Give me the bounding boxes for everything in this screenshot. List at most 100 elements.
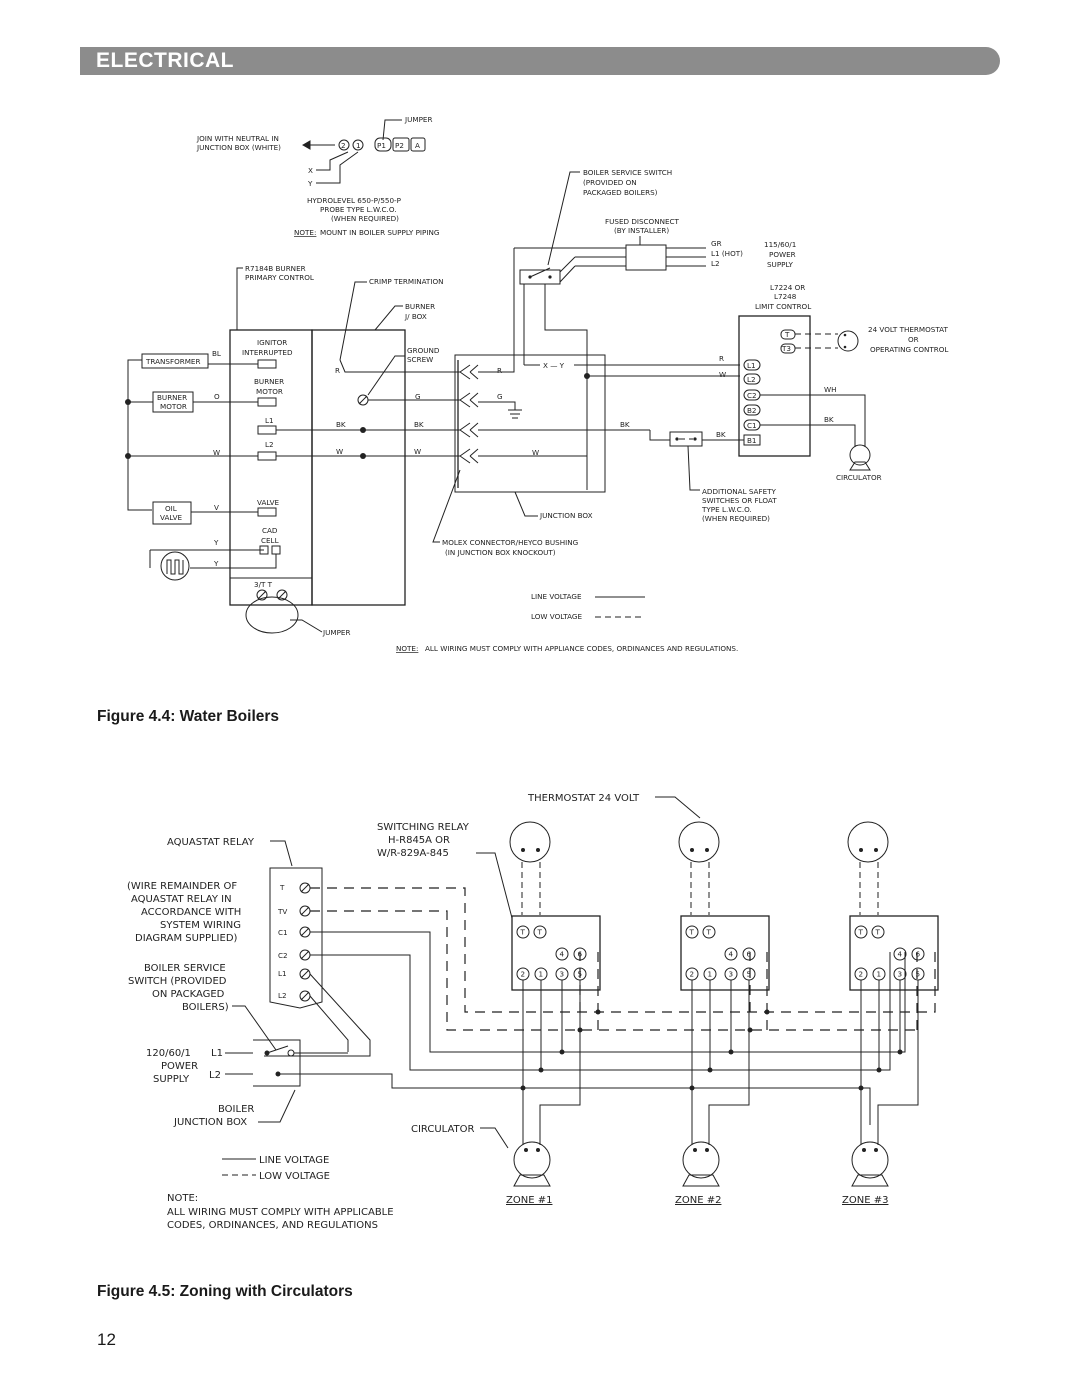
- label: R: [719, 354, 724, 363]
- label: CODES, ORDINANCES, AND REGULATIONS: [167, 1220, 378, 1231]
- terminal-label: 6: [916, 950, 921, 959]
- label: CRIMP TERMINATION: [369, 277, 443, 286]
- label: O: [214, 392, 220, 401]
- label: B1: [747, 436, 757, 445]
- thermostat-terminal: [521, 848, 525, 852]
- relay-terminal: [516, 925, 530, 939]
- label: R7184B BURNER: [245, 264, 306, 273]
- label: MOUNT IN BOILER SUPPLY PIPING: [320, 228, 439, 237]
- label: MOTOR: [256, 387, 283, 396]
- section-banner: ELECTRICAL: [80, 47, 1000, 75]
- label: NOTE:: [294, 228, 316, 237]
- label: OPERATING CONTROL: [870, 345, 948, 354]
- label: TV: [277, 907, 287, 916]
- circulator-icon: [682, 1141, 720, 1179]
- label: G: [415, 392, 421, 401]
- label: AQUASTAT RELAY IN: [131, 894, 232, 905]
- zone-label: ZONE #1: [506, 1195, 552, 1206]
- relay-terminal: [893, 947, 907, 961]
- figure-caption: Figure 4.5: Zoning with Circulators: [97, 1283, 353, 1300]
- label: P2: [395, 141, 404, 150]
- terminal-label: T: [875, 928, 881, 937]
- terminal-label: 2: [859, 970, 864, 979]
- label: Y: [213, 538, 219, 547]
- label: SWITCHING RELAY: [377, 822, 470, 833]
- label: L2: [278, 991, 287, 1000]
- relay-terminal: [911, 947, 925, 961]
- relay-terminal: [742, 947, 756, 961]
- circulator-terminal: [536, 1148, 540, 1152]
- label: W: [213, 448, 220, 457]
- label: L7248: [774, 292, 797, 301]
- label: Y: [213, 559, 219, 568]
- label: NOTE:: [167, 1193, 198, 1204]
- terminal-label: 4: [898, 950, 903, 959]
- label: JUNCTION BOX (WHITE): [196, 143, 281, 152]
- label: R: [497, 366, 502, 375]
- label: C1: [747, 421, 757, 430]
- label: T3: [781, 344, 791, 353]
- low-voltage-wire: [690, 862, 710, 915]
- terminal-label: 3: [898, 970, 903, 979]
- label: C2: [278, 951, 288, 960]
- label: HYDROLEVEL 650-P/550-P: [307, 196, 402, 205]
- relay-terminal: [533, 925, 547, 939]
- relay-terminal: [702, 925, 716, 939]
- terminal-label: 5: [578, 970, 583, 979]
- label: Y: [307, 179, 313, 188]
- label: PRIMARY CONTROL: [245, 273, 314, 282]
- label: LINE VOLTAGE: [259, 1155, 329, 1166]
- label: POWER: [769, 250, 796, 259]
- label: GROUND: [407, 346, 440, 355]
- terminal-label: 2: [690, 970, 695, 979]
- terminal-label: 4: [560, 950, 565, 959]
- terminal-label: T: [520, 928, 526, 937]
- label: PROBE TYPE L.W.C.O.: [320, 205, 397, 214]
- label: OIL: [165, 504, 177, 513]
- label: ON PACKAGED: [152, 989, 225, 1000]
- terminal-label: T: [537, 928, 543, 937]
- thermostat-icon: [847, 821, 889, 863]
- label: L1: [211, 1048, 223, 1059]
- label: A: [415, 141, 420, 150]
- label: L1: [278, 969, 287, 978]
- label: (PROVIDED ON: [583, 178, 637, 187]
- label: BOILER: [218, 1104, 254, 1115]
- junction-dot: [728, 1049, 734, 1055]
- label: SUPPLY: [153, 1074, 190, 1085]
- label: OR: [908, 335, 919, 344]
- label: GR: [711, 239, 722, 248]
- line-voltage-wire: [877, 980, 919, 1145]
- label: SUPPLY: [767, 260, 794, 269]
- label: L1: [265, 416, 274, 425]
- label: CIRCULATOR: [411, 1124, 475, 1135]
- label: B2: [747, 406, 757, 415]
- label: FUSED DISCONNECT: [605, 217, 680, 226]
- aquastat-terminals: [299, 882, 311, 1002]
- label: IGNITOR: [257, 338, 287, 347]
- terminal-label: 2: [521, 970, 526, 979]
- label: BK: [414, 420, 424, 429]
- switching-relay: [680, 915, 770, 991]
- terminal-label: 5: [916, 970, 921, 979]
- terminal-label: 6: [578, 950, 583, 959]
- label: MOTOR: [160, 402, 187, 411]
- circulator-terminal: [862, 1148, 866, 1152]
- label: PACKAGED BOILERS): [583, 188, 658, 197]
- terminal-label: 3: [560, 970, 565, 979]
- label: BOILER SERVICE SWITCH: [583, 168, 672, 177]
- thermostat-terminal: [705, 848, 709, 852]
- label: CAD: [262, 526, 278, 535]
- zone-label: ZONE #2: [675, 1195, 721, 1206]
- circulator-terminal: [874, 1148, 878, 1152]
- label: C1: [278, 928, 288, 937]
- label: C2: [747, 391, 757, 400]
- label: W: [336, 447, 343, 456]
- switching-relay: [511, 915, 601, 991]
- label: 120/60/1: [146, 1048, 191, 1059]
- label: CELL: [261, 536, 279, 545]
- circulator-base: [682, 1174, 720, 1187]
- relay-terminal: [724, 947, 738, 961]
- label: BOILERS): [182, 1002, 229, 1013]
